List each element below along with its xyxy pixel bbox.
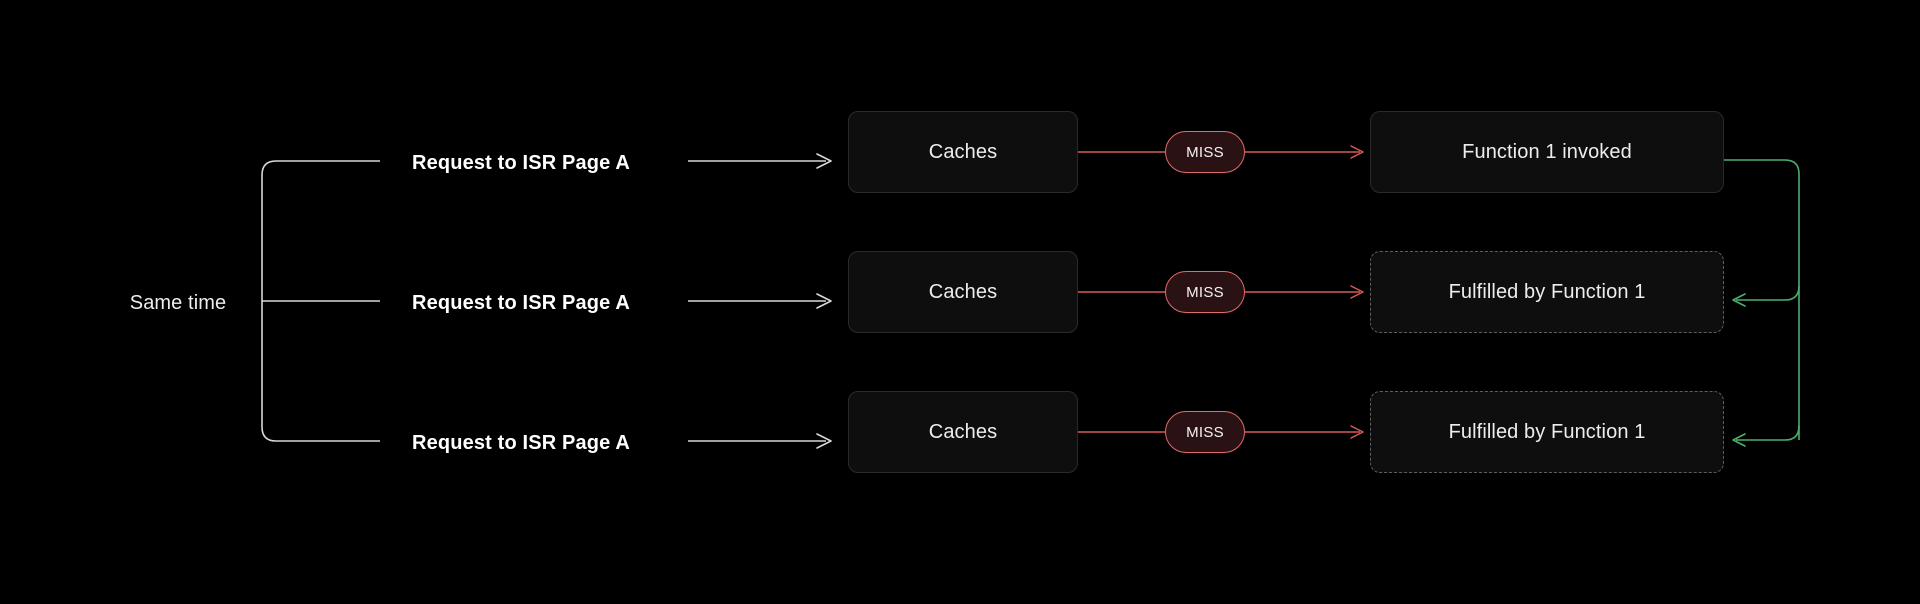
request-to-cache-arrowhead-row-1	[816, 153, 832, 169]
cache-status-badge-row-2: MISS	[1165, 271, 1245, 313]
function-fanout-arrowhead-row-3	[1732, 433, 1746, 447]
miss-to-outcome-arrowhead-row-3	[1350, 425, 1364, 439]
cache-status-badge-row-1: MISS	[1165, 131, 1245, 173]
cache-status-badge-row-3: MISS	[1165, 411, 1245, 453]
caches-box-row-2[interactable]: Caches	[848, 251, 1078, 333]
request-label-row-1: Request to ISR Page A	[412, 152, 631, 174]
function-fanout-branch-row-2	[1736, 285, 1800, 301]
request-to-cache-arrowhead-row-3	[816, 433, 832, 449]
outcome-label-row-3: Fulfilled by Function 1	[1448, 420, 1646, 443]
miss-to-outcome-arrowhead-row-1	[1350, 145, 1364, 159]
caches-label-row-2: Caches	[928, 280, 998, 303]
caches-label-row-3: Caches	[928, 420, 998, 443]
outcome-label-row-1: Function 1 invoked	[1462, 140, 1632, 163]
function-fanout-branch-row-3	[1736, 425, 1800, 441]
caches-label-row-1: Caches	[928, 140, 998, 163]
caches-box-row-1[interactable]: Caches	[848, 111, 1078, 193]
outcome-box-row-3[interactable]: Fulfilled by Function 1	[1370, 391, 1724, 473]
function-fanout-arrowhead-row-2	[1732, 293, 1746, 307]
cache-status-label-row-3: MISS	[1186, 423, 1224, 441]
cache-status-label-row-1: MISS	[1186, 143, 1224, 161]
cache-status-label-row-2: MISS	[1186, 283, 1224, 301]
request-to-cache-arrowhead-row-2	[816, 293, 832, 309]
outcome-label-row-2: Fulfilled by Function 1	[1448, 280, 1646, 303]
miss-to-outcome-arrowhead-row-2	[1350, 285, 1364, 299]
outcome-box-row-1[interactable]: Function 1 invoked	[1370, 111, 1724, 193]
outcome-box-row-2[interactable]: Fulfilled by Function 1	[1370, 251, 1724, 333]
request-label-row-3: Request to ISR Page A	[412, 432, 631, 454]
function-fanout-trunk	[1724, 159, 1800, 440]
caches-box-row-3[interactable]: Caches	[848, 391, 1078, 473]
same-time-label: Same time	[129, 292, 227, 314]
same-time-bracket	[261, 160, 380, 442]
request-label-row-2: Request to ISR Page A	[412, 292, 631, 314]
